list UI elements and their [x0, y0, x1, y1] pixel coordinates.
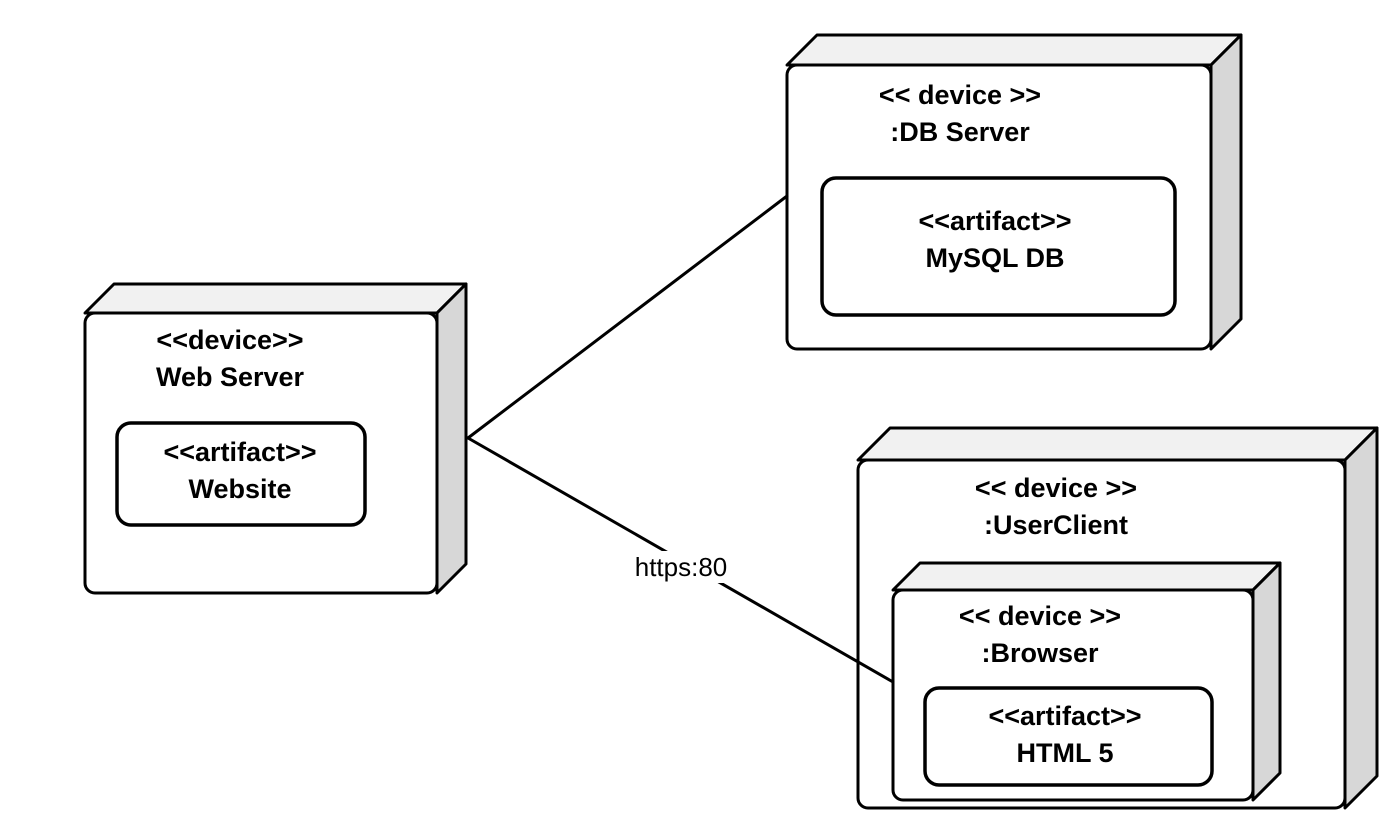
browser-stereotype: << device >>: [958, 601, 1122, 631]
web-server-stereotype: <<device>>: [156, 325, 304, 355]
user-client-top-face: [856, 426, 1379, 462]
mysql-artifact-box: [820, 176, 1177, 317]
node-browser: [891, 561, 1282, 802]
website-artifact-box: [115, 421, 367, 527]
db-server-top-face: [785, 33, 1243, 67]
web-server-label: <<device>> Web Server: [80, 322, 380, 396]
user-client-stereotype: << device >>: [974, 473, 1138, 503]
html5-artifact-label: <<artifact>> HTML 5: [915, 698, 1215, 772]
website-artifact-stereotype: <<artifact>>: [163, 437, 317, 467]
web-server-side-face: [435, 282, 468, 595]
user-client-name: :UserClient: [983, 510, 1129, 540]
web-server-top-face: [83, 282, 468, 315]
connection-label-https: https:80: [628, 551, 734, 583]
website-artifact-name: Website: [188, 474, 292, 504]
db-server-side-face: [1209, 33, 1243, 351]
browser-name: :Browser: [981, 638, 1099, 668]
db-server-name: :DB Server: [890, 117, 1030, 147]
mysql-artifact-label: <<artifact>> MySQL DB: [845, 203, 1145, 277]
web-server-name: Web Server: [155, 362, 305, 392]
browser-side-face: [1251, 561, 1282, 802]
user-client-side-face: [1343, 426, 1379, 810]
browser-label: << device >> :Browser: [890, 598, 1190, 672]
db-server-stereotype: << device >>: [878, 80, 1042, 110]
mysql-artifact-name: MySQL DB: [925, 243, 1065, 273]
browser-top-face: [891, 561, 1282, 592]
html5-artifact-box: [923, 686, 1214, 787]
connector-webserver-dbserver: [466, 194, 789, 440]
html5-artifact-stereotype: <<artifact>>: [988, 701, 1142, 731]
user-client-label: << device >> :UserClient: [906, 470, 1206, 544]
html5-artifact-name: HTML 5: [1016, 738, 1114, 768]
mysql-artifact-stereotype: <<artifact>>: [918, 206, 1072, 236]
node-db-server: [785, 33, 1243, 351]
website-artifact-label: <<artifact>> Website: [90, 434, 390, 508]
node-web-server: [83, 282, 468, 595]
db-server-label: << device >> :DB Server: [810, 77, 1110, 151]
